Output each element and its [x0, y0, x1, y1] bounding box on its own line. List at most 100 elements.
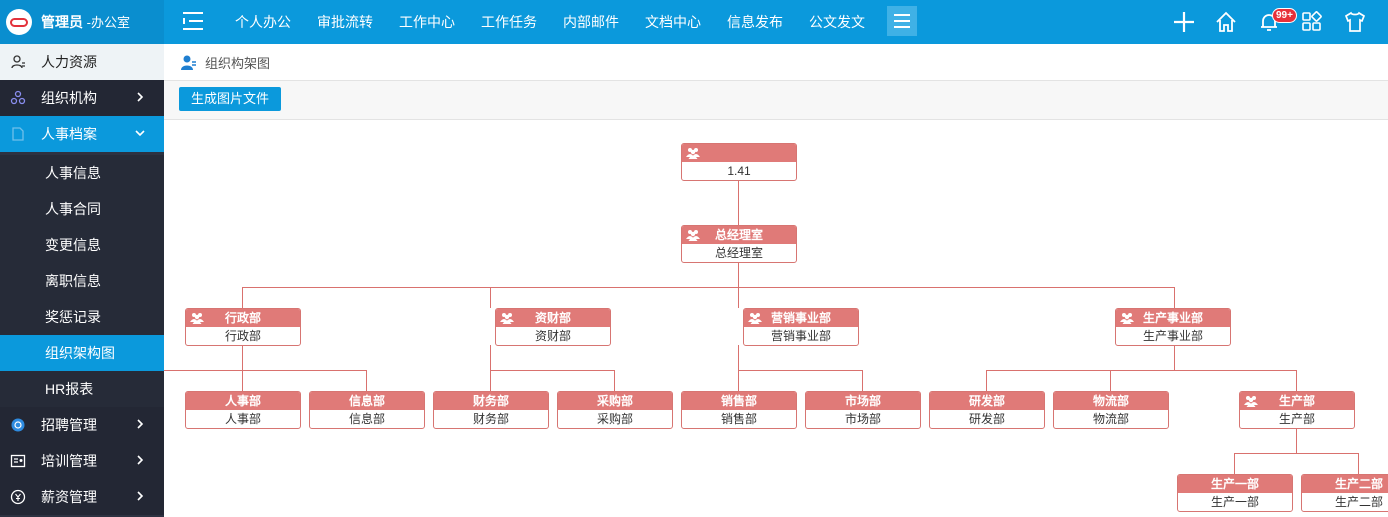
connector-line	[242, 287, 1174, 288]
sidebar-sub-personnel-info[interactable]: 人事信息	[0, 155, 164, 191]
chevron-right-icon	[137, 92, 144, 102]
generate-image-button[interactable]: 生成图片文件	[179, 87, 282, 111]
sidebar-sub-rewards[interactable]: 奖惩记录	[0, 299, 164, 335]
node-title: 财务部	[472, 394, 509, 408]
node-name: 1.41	[727, 164, 751, 178]
brand-title: 管理员 -办公室	[41, 12, 130, 32]
node-name: 研发部	[968, 412, 1005, 426]
org-node-root[interactable]: 1.41	[681, 143, 797, 181]
connector-line	[242, 287, 243, 308]
main-nav: 个人办公 审批流转 工作中心 工作任务 内部邮件 文档中心 信息发布 公文发文	[222, 0, 878, 44]
sidebar: 人力资源 组织机构 人事档案 人事信息 人事合同 变更信息 离职信息 奖惩记录 …	[0, 44, 164, 517]
node-name: 市场部	[844, 412, 881, 426]
node-name: 人事部	[224, 412, 261, 426]
node-title: 生产一部	[1210, 477, 1259, 491]
org-node-rnd[interactable]: 研发部 研发部	[929, 391, 1045, 429]
nav-document-center[interactable]: 文档中心	[645, 14, 701, 30]
org-node-logistics[interactable]: 物流部 物流部	[1053, 391, 1169, 429]
sidebar-item-training[interactable]: 培训管理	[0, 443, 164, 479]
nav-info-publish[interactable]: 信息发布	[727, 14, 783, 30]
people-icon	[1120, 313, 1134, 324]
chevron-right-icon	[137, 419, 144, 429]
org-node-prod2[interactable]: 生产二部 生产二部	[1301, 474, 1388, 512]
sidebar-item-label: 人力资源	[41, 54, 97, 70]
sidebar-item-recruit[interactable]: 招聘管理	[0, 407, 164, 443]
nav-work-tasks[interactable]: 工作任务	[481, 14, 537, 30]
node-title: 研发部	[968, 394, 1005, 408]
nav-approval-flow[interactable]: 审批流转	[317, 14, 373, 30]
node-title: 生产二部	[1334, 477, 1383, 491]
node-name: 采购部	[596, 412, 633, 426]
sidebar-item-label: 培训管理	[41, 453, 97, 469]
node-name: 生产二部	[1334, 495, 1383, 509]
connector-line	[738, 370, 739, 391]
nav-internal-mail[interactable]: 内部邮件	[563, 14, 619, 30]
node-title: 总经理室	[714, 228, 763, 242]
node-name: 生产部	[1278, 412, 1315, 426]
notification-badge: 99+	[1272, 8, 1297, 23]
sidebar-sub-resignation[interactable]: 离职信息	[0, 263, 164, 299]
user-icon	[10, 54, 26, 70]
connector-line	[490, 345, 491, 370]
node-name: 行政部	[224, 329, 261, 343]
sidebar-item-label: 招聘管理	[41, 417, 97, 433]
sidebar-item-salary[interactable]: 薪资管理	[0, 479, 164, 515]
theme-shirt-icon[interactable]	[1342, 9, 1368, 35]
org-node-prod1[interactable]: 生产一部 生产一部	[1177, 474, 1293, 512]
sidebar-item-archive[interactable]: 人事档案	[0, 116, 164, 152]
sidebar-item-hr[interactable]: 人力资源	[0, 44, 164, 80]
nav-official-docs[interactable]: 公文发文	[809, 14, 865, 30]
connector-line	[1358, 453, 1359, 474]
node-name: 资财部	[534, 329, 571, 343]
node-title: 信息部	[348, 394, 385, 408]
node-name: 生产一部	[1210, 495, 1259, 509]
people-icon	[686, 148, 700, 159]
org-node-prod[interactable]: 生产部 生产部	[1239, 391, 1355, 429]
node-name: 物流部	[1092, 412, 1129, 426]
people-icon	[190, 313, 204, 324]
node-name: 财务部	[472, 412, 509, 426]
chevron-right-icon	[137, 455, 144, 465]
node-name: 销售部	[720, 412, 757, 426]
nav-personal-office[interactable]: 个人办公	[235, 14, 291, 30]
sidebar-sub-org-chart[interactable]: 组织架构图	[0, 335, 164, 371]
connector-line	[490, 370, 615, 371]
org-node-market[interactable]: 市场部 市场部	[805, 391, 921, 429]
node-title: 销售部	[720, 394, 757, 408]
connector-line	[366, 370, 367, 391]
nav-work-center[interactable]: 工作中心	[399, 14, 455, 30]
people-icon	[748, 313, 762, 324]
sidebar-sub-changes[interactable]: 变更信息	[0, 227, 164, 263]
org-node-marketing[interactable]: 营销事业部 营销事业部	[743, 308, 859, 346]
org-node-finance[interactable]: 资财部 资财部	[495, 308, 611, 346]
node-title: 营销事业部	[770, 311, 831, 325]
connector-line	[738, 345, 739, 370]
connector-line	[1296, 428, 1297, 453]
home-icon[interactable]	[1213, 9, 1239, 35]
page-title: 组织构架图	[205, 55, 271, 71]
org-node-gm[interactable]: 总经理室 总经理室	[681, 225, 797, 263]
org-node-hr[interactable]: 人事部 人事部	[185, 391, 301, 429]
node-title: 市场部	[844, 394, 881, 408]
org-icon	[10, 90, 26, 106]
connector-line	[1234, 453, 1359, 454]
connector-line	[986, 370, 1297, 371]
org-node-production[interactable]: 生产事业部 生产事业部	[1115, 308, 1231, 346]
org-node-accounting[interactable]: 财务部 财务部	[433, 391, 549, 429]
apps-grid-icon[interactable]	[1299, 9, 1325, 35]
node-title: 资财部	[534, 311, 571, 325]
org-node-admin[interactable]: 行政部 行政部	[185, 308, 301, 346]
menu-toggle-icon[interactable]	[183, 10, 207, 32]
org-node-purchase[interactable]: 采购部 采购部	[557, 391, 673, 429]
org-node-sales[interactable]: 销售部 销售部	[681, 391, 797, 429]
node-title: 物流部	[1092, 394, 1129, 408]
sidebar-item-org[interactable]: 组织机构	[0, 80, 164, 116]
node-title: 采购部	[596, 394, 633, 408]
nav-more-icon[interactable]	[887, 6, 917, 36]
sidebar-sub-contract[interactable]: 人事合同	[0, 191, 164, 227]
add-icon[interactable]	[1171, 9, 1197, 35]
user-group-icon	[181, 55, 196, 70]
connector-line	[1110, 370, 1111, 391]
sidebar-sub-hr-report[interactable]: HR报表	[0, 371, 164, 407]
org-node-info[interactable]: 信息部 信息部	[309, 391, 425, 429]
